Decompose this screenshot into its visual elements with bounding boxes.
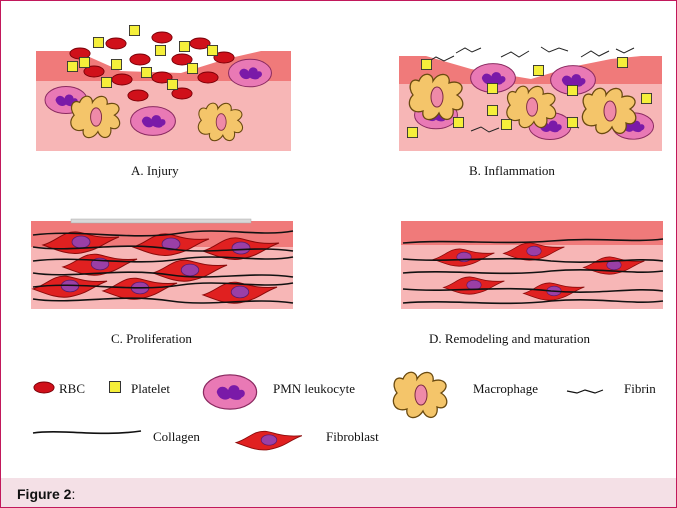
legend-fibroblast: Fibroblast — [236, 429, 379, 450]
caption-bar: Figure 2: — [1, 478, 676, 507]
panel-d-label: D. Remodeling and maturation — [429, 331, 591, 346]
caption-title: Figure 2 — [17, 486, 71, 502]
panel-c-label: C. Proliferation — [111, 331, 192, 346]
legend-platelet: Platelet — [110, 381, 171, 396]
legend: RBC Platelet PMN leukocyte Macrophage Fi… — [33, 372, 656, 450]
figure-area: A. Injury — [1, 1, 676, 478]
panel-a-label: A. Injury — [131, 163, 179, 178]
legend-macrophage-label: Macrophage — [473, 381, 538, 396]
legend-rbc: RBC — [34, 381, 85, 396]
panel-d — [401, 221, 663, 309]
legend-macrophage: Macrophage — [393, 372, 538, 417]
legend-rbc-label: RBC — [59, 381, 85, 396]
legend-fibroblast-label: Fibroblast — [326, 429, 379, 444]
legend-fibrin: Fibrin — [567, 381, 656, 396]
legend-fibrin-label: Fibrin — [624, 381, 656, 396]
figure-caption: Figure 2: — [17, 486, 75, 502]
legend-collagen: Collagen — [33, 429, 200, 444]
panel-b — [399, 47, 662, 151]
legend-collagen-label: Collagen — [153, 429, 200, 444]
panel-b-label: B. Inflammation — [469, 163, 555, 178]
legend-pmn-label: PMN leukocyte — [273, 381, 355, 396]
wound-healing-diagram: A. Injury — [1, 1, 676, 478]
caption-suffix: : — [71, 486, 75, 502]
legend-pmn: PMN leukocyte — [203, 375, 355, 409]
panel-a — [36, 25, 291, 151]
panel-c — [31, 219, 293, 309]
legend-platelet-label: Platelet — [131, 381, 170, 396]
